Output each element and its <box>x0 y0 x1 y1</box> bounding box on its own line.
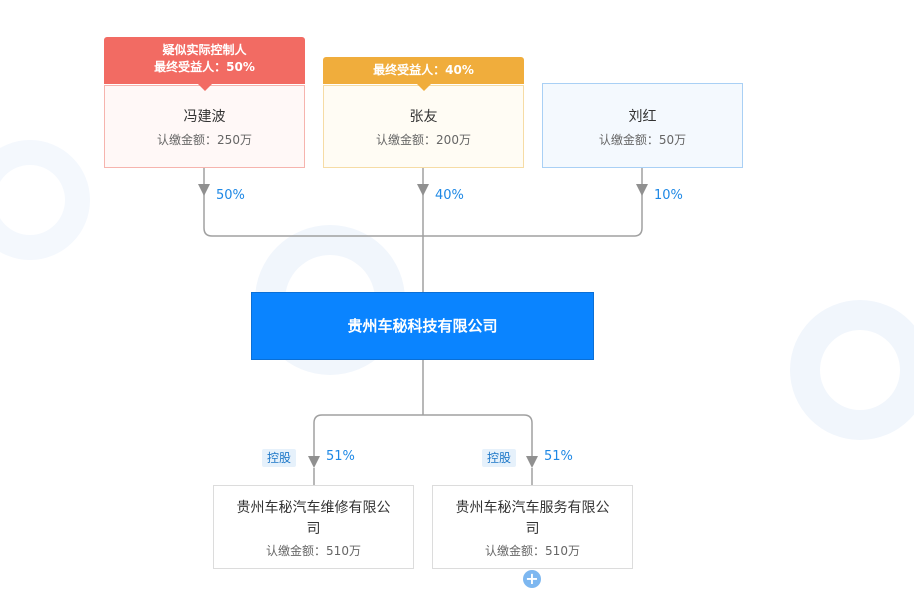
badge-line: 最终受益人：50% <box>154 60 255 74</box>
subsidiary-amount: 认缴金额：510万 <box>266 544 361 558</box>
shareholder-amount: 认缴金额：50万 <box>598 133 687 147</box>
arrow-down-icon <box>636 184 648 196</box>
arrow-down-icon <box>526 456 538 468</box>
badge-line: 疑似实际控制人 <box>162 43 247 57</box>
arrow-down-icon <box>198 184 210 196</box>
shareholder-amount: 认缴金额：200万 <box>376 133 471 147</box>
main-company-node[interactable]: 贵州车秘科技有限公司 <box>251 292 594 360</box>
expand-plus-icon[interactable]: + <box>523 570 541 588</box>
share-percent: 50% <box>216 188 245 203</box>
subsidiary-card-1[interactable]: 贵州车秘汽车维修有限公 司 认缴金额：510万 <box>213 485 414 569</box>
subsidiary-percent: 51% <box>326 449 355 464</box>
subsidiary-name-cont: 司 <box>525 521 540 537</box>
beneficiary-badge: 最终受益人：40% <box>323 57 524 91</box>
subsidiary-name-cont: 司 <box>306 521 321 537</box>
subsidiary-percent: 51% <box>544 449 573 464</box>
control-tag: 控股 <box>262 449 297 467</box>
shareholder-name: 刘红 <box>628 109 657 125</box>
arrow-down-icon <box>417 184 429 196</box>
subsidiary-amount: 认缴金额：510万 <box>485 544 580 558</box>
shareholder-amount: 认缴金额：250万 <box>157 133 252 147</box>
badge-pointer-icon <box>197 84 212 91</box>
subsidiary-name: 贵州车秘汽车服务有限公 <box>455 500 610 516</box>
shareholder-card-2[interactable]: 张友 认缴金额：200万 <box>323 85 524 168</box>
badge-pointer-icon <box>416 84 431 91</box>
shareholder-name: 冯建波 <box>183 109 226 125</box>
badge-line: 最终受益人：40% <box>373 63 474 77</box>
control-tag: 控股 <box>482 449 517 467</box>
shareholder-name: 张友 <box>409 109 438 125</box>
share-percent: 10% <box>654 188 683 203</box>
shareholder-card-1[interactable]: 冯建波 认缴金额：250万 <box>104 85 305 168</box>
shareholder-card-3[interactable]: 刘红 认缴金额：50万 <box>542 83 743 168</box>
subsidiary-name: 贵州车秘汽车维修有限公 <box>236 500 391 516</box>
share-percent: 40% <box>435 188 464 203</box>
controller-badge: 疑似实际控制人 最终受益人：50% <box>104 37 305 91</box>
arrow-down-icon <box>308 456 320 468</box>
subsidiary-card-2[interactable]: 贵州车秘汽车服务有限公 司 认缴金额：510万 <box>432 485 633 569</box>
